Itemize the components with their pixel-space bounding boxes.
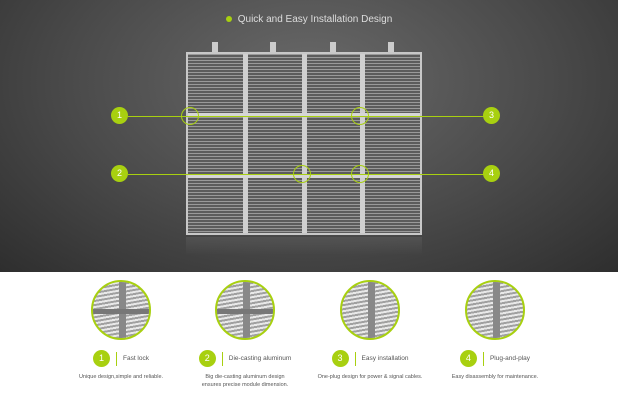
- feature-image: [215, 280, 275, 340]
- callout-line: [128, 116, 484, 117]
- feature-label: Die-casting aluminum: [228, 355, 292, 362]
- feature-label: Plug-and-play: [489, 355, 531, 362]
- hanging-hook: [388, 42, 394, 52]
- feature-number: 1: [92, 350, 110, 367]
- feature-image: [340, 280, 400, 340]
- callout-1: 1: [111, 107, 128, 124]
- highlight-ring: [351, 165, 369, 183]
- feature-image: [465, 280, 525, 340]
- highlight-ring: [293, 165, 311, 183]
- feature-label: Easy installation: [361, 355, 409, 362]
- feature-image: [91, 280, 151, 340]
- feature-plug-and-play: 4 Plug-and-play Easy disassembly for main…: [433, 280, 557, 381]
- callout-3: 3: [483, 107, 500, 124]
- feature-fast-lock: 1 Fast lock Unique design,simple and reli…: [59, 280, 183, 381]
- section-title: Quick and Easy Installation Design: [0, 14, 618, 25]
- led-panel-image: [186, 52, 422, 235]
- panel-reflection: [186, 237, 422, 255]
- callout-2: 2: [111, 165, 128, 182]
- title-text: Quick and Easy Installation Design: [237, 14, 393, 25]
- callout-4: 4: [483, 165, 500, 182]
- highlight-ring: [351, 107, 369, 125]
- feature-description: Easy disassembly for maintenance.: [451, 374, 539, 380]
- hanging-hook: [330, 42, 336, 52]
- feature-description: Unique design,simple and reliable.: [78, 374, 164, 380]
- feature-label: Fast lock: [122, 355, 149, 362]
- highlight-ring: [181, 107, 199, 125]
- feature-easy-installation: 3 Easy installation One-plug design for p…: [308, 280, 432, 381]
- feature-description: Big die-casting aluminum design ensures …: [201, 374, 289, 388]
- hanging-hook: [212, 42, 218, 52]
- feature-die-casting: 2 Die-casting aluminum Big die-casting al…: [183, 280, 307, 389]
- feature-number: 4: [459, 350, 477, 367]
- feature-number: 2: [198, 350, 216, 367]
- hanging-hook: [270, 42, 276, 52]
- feature-number: 3: [331, 350, 349, 367]
- bullet-icon: [225, 16, 232, 23]
- feature-description: One-plug design for power & signal cable…: [317, 374, 423, 380]
